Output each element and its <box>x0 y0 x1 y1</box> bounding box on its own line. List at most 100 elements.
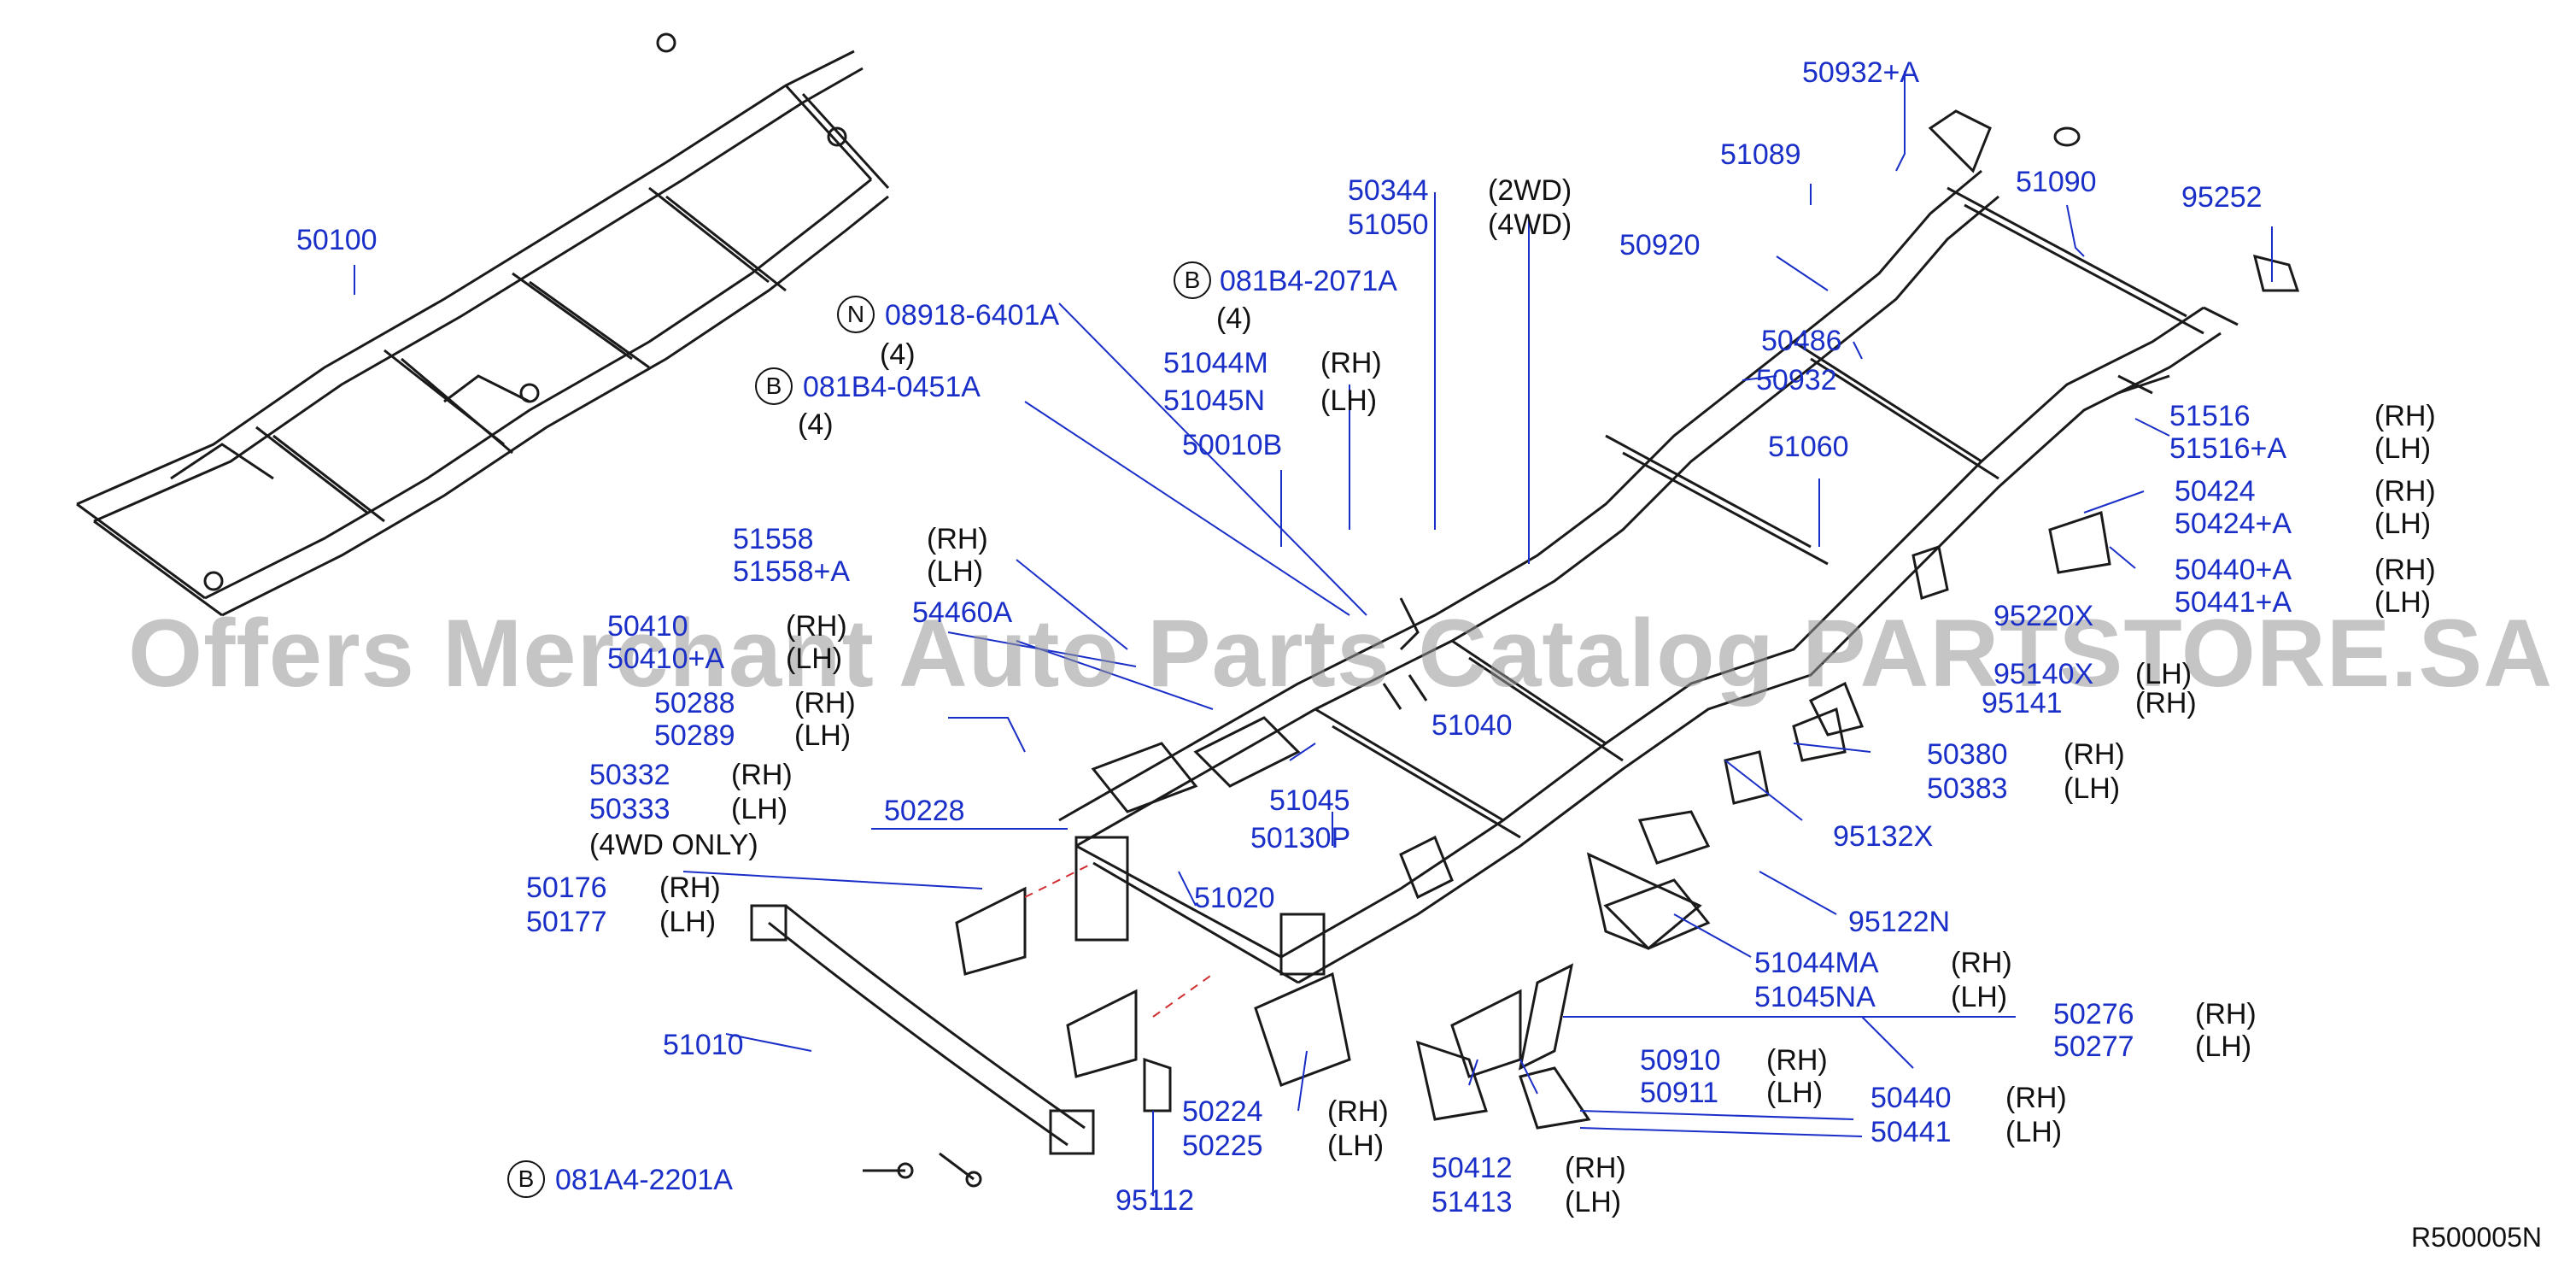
part-label-50410A[interactable]: 50410+A <box>607 643 725 675</box>
qualifier-rh: (RH) <box>2005 1082 2067 1114</box>
part-label-51089[interactable]: 51089 <box>1720 138 1801 171</box>
part-label-50910[interactable]: 50910 <box>1640 1044 1721 1077</box>
part-label-50412[interactable]: 50412 <box>1431 1152 1513 1184</box>
part-label-95132X[interactable]: 95132X <box>1833 820 1934 853</box>
part-label-50176[interactable]: 50176 <box>526 872 607 904</box>
part-label-50276[interactable]: 50276 <box>2053 998 2134 1030</box>
part-label-51020[interactable]: 51020 <box>1194 882 1275 914</box>
part-label-51044M[interactable]: 51044M <box>1163 347 1268 379</box>
part-label-50224[interactable]: 50224 <box>1182 1095 1263 1128</box>
part-label-50410[interactable]: 50410 <box>607 610 688 643</box>
qualifier-lh: (LH) <box>1766 1077 1824 1109</box>
part-label-50333[interactable]: 50333 <box>589 793 670 825</box>
qualifier-rh: (RH) <box>659 872 721 904</box>
qty-label: (4) <box>798 408 834 441</box>
qualifier-lh: (LH) <box>1951 981 2008 1013</box>
qualifier-lh: (LH) <box>2005 1116 2063 1148</box>
part-label-50440A[interactable]: 50440+A <box>2175 554 2292 586</box>
part-label-50441[interactable]: 50441 <box>1871 1116 1952 1148</box>
part-label-51516[interactable]: 51516 <box>2169 400 2251 432</box>
qualifier-rh: (RH) <box>1327 1095 1389 1128</box>
part-label-95122N[interactable]: 95122N <box>1848 906 1951 938</box>
circle-letter-b: B <box>1174 261 1211 299</box>
part-label-95140X[interactable]: 95140X <box>1993 658 2094 690</box>
part-label-51090[interactable]: 51090 <box>2016 166 2097 198</box>
part-label-50277[interactable]: 50277 <box>2053 1030 2134 1063</box>
qualifier-lh: (LH) <box>1320 385 1378 417</box>
part-label-50130P[interactable]: 50130P <box>1250 822 1351 854</box>
part-label-51045NA[interactable]: 51045NA <box>1754 981 1876 1013</box>
part-label-50288[interactable]: 50288 <box>654 687 735 719</box>
overview-frame-icon <box>76 32 890 617</box>
part-label-50911[interactable]: 50911 <box>1640 1077 1719 1109</box>
qualifier-lh: (LH) <box>1565 1186 1622 1218</box>
qualifier-rh: (RH) <box>2064 738 2125 771</box>
watermark-text: Offers Merchant Auto Parts Catalog PARTS… <box>128 600 2554 707</box>
part-label-50289[interactable]: 50289 <box>654 719 735 752</box>
part-label-51558A[interactable]: 51558+A <box>733 555 851 588</box>
qualifier-rh: (RH) <box>2135 687 2197 719</box>
part-label-51516A[interactable]: 51516+A <box>2169 432 2287 465</box>
qualifier-rh: (RH) <box>794 687 856 719</box>
part-label-50100[interactable]: 50100 <box>296 224 378 256</box>
part-label-50225[interactable]: 50225 <box>1182 1130 1263 1162</box>
part-label-51045[interactable]: 51045 <box>1269 784 1350 817</box>
part-label-50441A[interactable]: 50441+A <box>2175 586 2292 619</box>
leader-lines <box>354 71 2273 1196</box>
part-label-95141[interactable]: 95141 <box>1982 687 2063 719</box>
qualifier-rh: (RH) <box>1565 1152 1626 1184</box>
qualifier-rh: (RH) <box>2374 554 2436 586</box>
fastener-label-081A4-2201A[interactable]: 081A4-2201A <box>555 1164 733 1196</box>
qualifier-lh: (LH) <box>927 555 984 588</box>
qualifier-lh: (LH) <box>731 793 788 825</box>
qualifier-lh: (LH) <box>2374 508 2432 540</box>
part-label-50932A[interactable]: 50932+A <box>1802 56 1920 89</box>
part-label-50010B[interactable]: 50010B <box>1182 429 1283 461</box>
part-label-51040[interactable]: 51040 <box>1431 709 1513 742</box>
part-label-50177[interactable]: 50177 <box>526 906 607 938</box>
part-label-51060[interactable]: 51060 <box>1768 431 1849 463</box>
qualifier-rh: (RH) <box>1951 947 2012 979</box>
diagram-reference: R500005N <box>2411 1222 2542 1253</box>
part-label-50228[interactable]: 50228 <box>884 795 965 827</box>
qualifier-rh: (RH) <box>2374 400 2436 432</box>
qualifier-rh: (RH) <box>1320 347 1382 379</box>
part-label-51413[interactable]: 51413 <box>1431 1186 1513 1218</box>
qualifier-lh: (LH) <box>2195 1030 2252 1063</box>
part-label-50383[interactable]: 50383 <box>1927 772 2008 805</box>
fastener-label-081B4-2071A[interactable]: 081B4-2071A <box>1220 265 1397 297</box>
part-label-54460A[interactable]: 54460A <box>912 596 1013 629</box>
part-label-50424A[interactable]: 50424+A <box>2175 508 2292 540</box>
circle-letter-b: B <box>507 1160 545 1198</box>
qualifier-rh: (RH) <box>1766 1044 1828 1077</box>
qualifier-lh: (LH) <box>786 643 843 675</box>
qualifier-lh: (LH) <box>2064 772 2121 805</box>
part-label-95112[interactable]: 95112 <box>1115 1184 1195 1217</box>
part-label-50344[interactable]: 50344 <box>1348 174 1429 207</box>
qualifier-rh: (RH) <box>2195 998 2257 1030</box>
part-label-50424[interactable]: 50424 <box>2175 475 2256 508</box>
part-label-95252[interactable]: 95252 <box>2181 181 2263 214</box>
qualifier-2wd: (2WD) <box>1488 174 1572 207</box>
part-label-50440[interactable]: 50440 <box>1871 1082 1952 1114</box>
part-label-95220X[interactable]: 95220X <box>1993 600 2094 632</box>
part-label-51045N[interactable]: 51045N <box>1163 385 1266 417</box>
part-label-51558[interactable]: 51558 <box>733 523 814 555</box>
part-label-51010[interactable]: 51010 <box>663 1029 744 1061</box>
fastener-label-08918-6401A[interactable]: 08918-6401A <box>885 299 1060 332</box>
part-label-50932[interactable]: 50932 <box>1756 364 1837 396</box>
part-label-51050[interactable]: 51050 <box>1348 208 1429 241</box>
fastener-label-081B4-0451A[interactable]: 081B4-0451A <box>803 371 981 403</box>
qty-label: (4) <box>880 338 916 371</box>
part-label-50920[interactable]: 50920 <box>1619 229 1701 261</box>
qualifier-rh: (RH) <box>786 610 847 643</box>
part-label-51044MA[interactable]: 51044MA <box>1754 947 1879 979</box>
part-label-50332[interactable]: 50332 <box>589 759 670 791</box>
part-label-50486[interactable]: 50486 <box>1761 325 1842 357</box>
qualifier-lh: (LH) <box>2374 432 2432 465</box>
part-label-50380[interactable]: 50380 <box>1927 738 2008 771</box>
qualifier-lh: (LH) <box>659 906 717 938</box>
qualifier-lh: (LH) <box>2135 658 2193 690</box>
